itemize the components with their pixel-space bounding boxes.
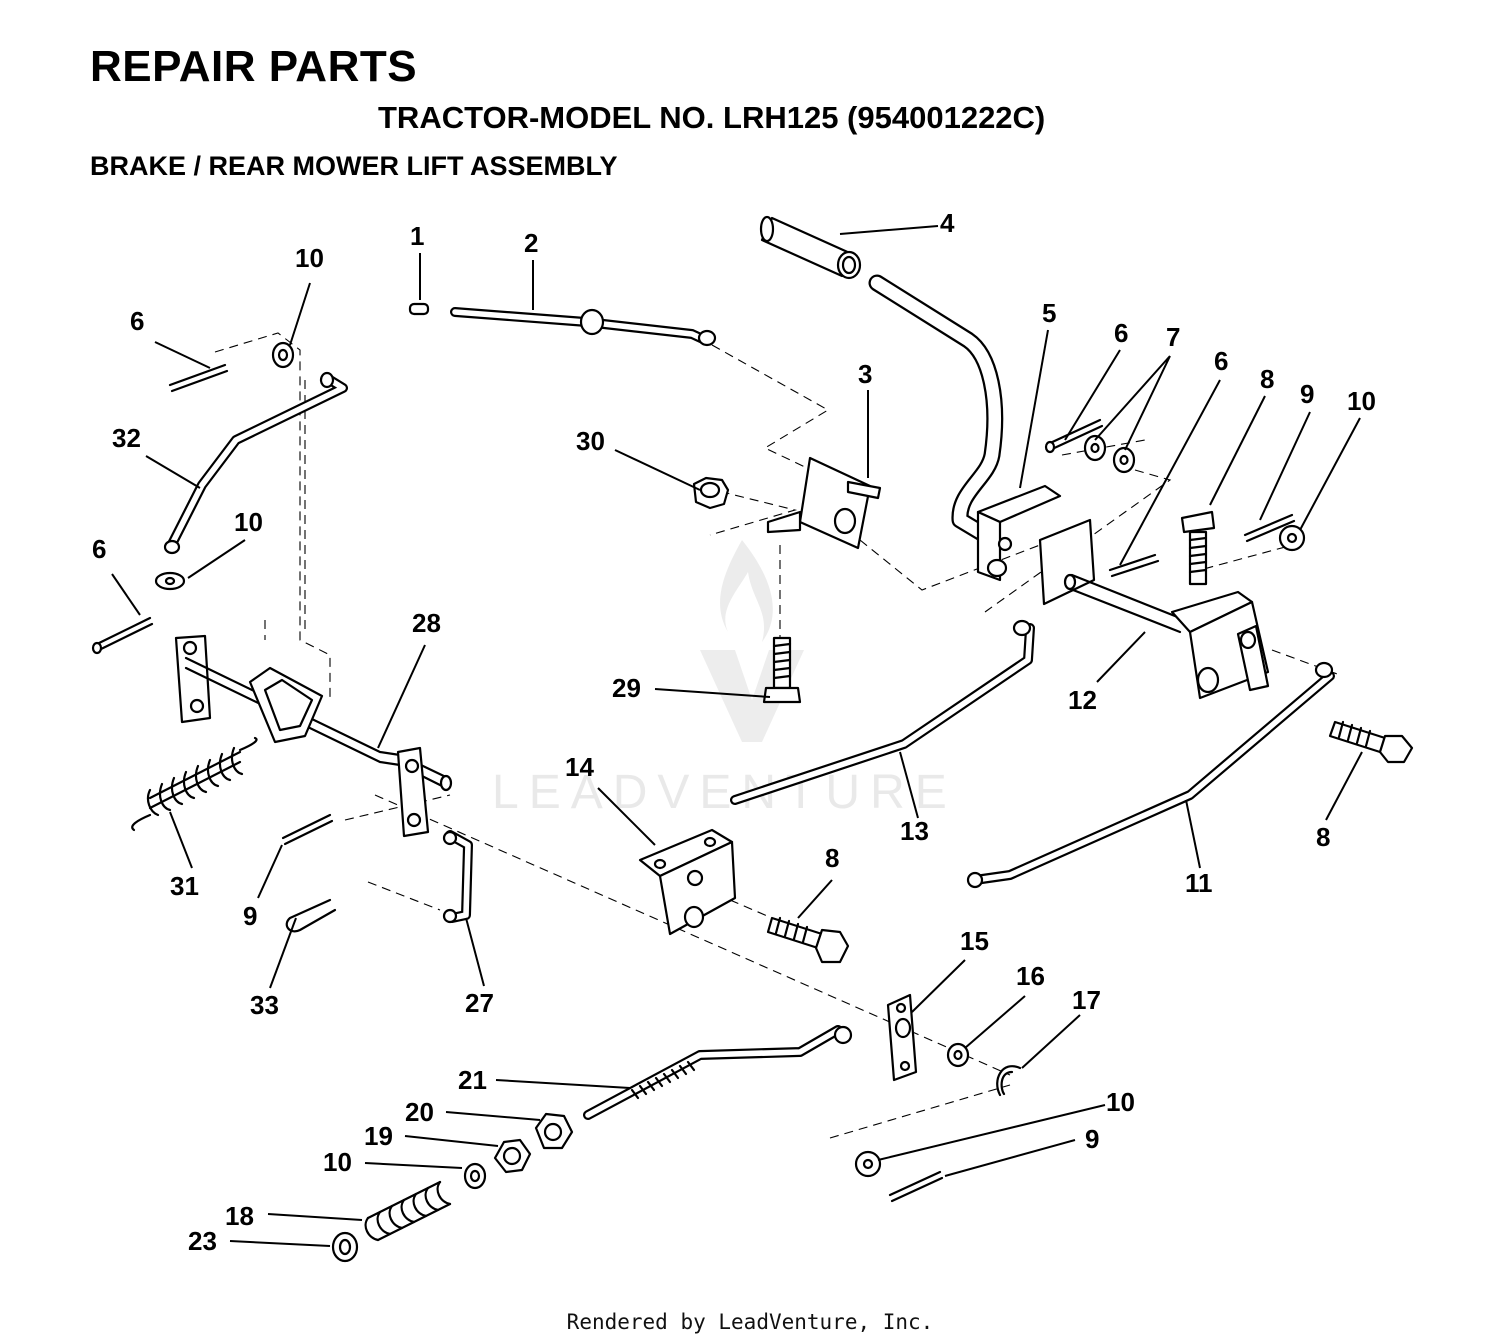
part-28-rock-shaft (174, 634, 453, 838)
callout-10b: 10 (295, 243, 324, 273)
part-10-washer-lower-left (463, 1162, 487, 1190)
part-23-bushing (331, 1231, 359, 1263)
callout-6b: 6 (1214, 346, 1228, 376)
callout-5: 5 (1042, 298, 1056, 328)
part-12-cross-shaft (1063, 573, 1270, 700)
part-10-washer-upper-right (1278, 524, 1306, 552)
part-10-washer-left (154, 571, 186, 591)
part-11-link-rod (966, 661, 1335, 889)
part-3-bracket (766, 456, 882, 550)
callout-2: 2 (524, 228, 538, 258)
part-9-cotter-pin-lower (888, 1170, 944, 1203)
callout-29: 29 (612, 673, 641, 703)
part-33-hairpin (285, 898, 337, 933)
part-19-nut (493, 1138, 532, 1174)
callout-1: 1 (410, 221, 424, 251)
part-1-pin (408, 302, 430, 316)
part-13-link-rod (730, 619, 1035, 805)
callout-labels: 1 2 3 4 5 6 6 7 6 8 9 10 10 6 32 10 6 28… (92, 208, 1376, 1256)
watermark-text: LEADVENTURE (492, 766, 957, 819)
part-8-bolt-right (1328, 720, 1414, 764)
part-2-brake-rod (450, 307, 717, 347)
part-6-cotter-pin-mid (1108, 553, 1160, 578)
callout-19: 19 (364, 1121, 393, 1151)
callout-9b: 9 (243, 901, 257, 931)
part-8-bolt-lower (766, 916, 850, 964)
callout-9a: 9 (1300, 379, 1314, 409)
callout-3: 3 (858, 359, 872, 389)
part-10-washer-top-left (271, 341, 295, 369)
callout-4: 4 (940, 208, 955, 238)
part-32-link (163, 371, 348, 555)
callout-17: 17 (1072, 985, 1101, 1015)
callout-18: 18 (225, 1201, 254, 1231)
callout-12: 12 (1068, 685, 1097, 715)
part-21-threaded-rod (583, 1025, 853, 1120)
callout-31: 31 (170, 871, 199, 901)
callout-11: 11 (1185, 868, 1213, 898)
part-30-nut (692, 476, 730, 510)
model-number: TRACTOR-MODEL NO. LRH125 (954001222C) (378, 100, 1046, 135)
callout-9c: 9 (1085, 1124, 1099, 1154)
part-20-nut (534, 1112, 574, 1150)
watermark: LEADVENTURE (492, 540, 957, 819)
callout-28: 28 (412, 608, 441, 638)
callout-6d: 6 (92, 534, 106, 564)
page-title: REPAIR PARTS (90, 42, 418, 91)
part-17-e-clip (996, 1065, 1022, 1097)
callout-15: 15 (960, 926, 989, 956)
part-7-washers (1083, 434, 1136, 474)
part-18-spring (364, 1180, 452, 1242)
callout-10a: 10 (1347, 386, 1376, 416)
callout-23: 23 (188, 1226, 217, 1256)
part-9-cotter-pin-left (281, 813, 334, 846)
part-16-washer (946, 1042, 970, 1068)
part-6-cotter-pin-left (91, 616, 154, 655)
callout-30: 30 (576, 426, 605, 456)
footer-credit: Rendered by LeadVenture, Inc. (566, 1310, 934, 1334)
callout-20: 20 (405, 1097, 434, 1127)
callout-10d: 10 (1106, 1087, 1135, 1117)
part-15-plate (886, 993, 918, 1082)
callout-14: 14 (565, 752, 594, 782)
part-31-spring (131, 736, 258, 832)
callout-8b: 8 (1316, 822, 1330, 852)
part-29-bolt (762, 636, 802, 704)
part-6-cotter-pin-upper (1044, 418, 1104, 454)
callout-10e: 10 (323, 1147, 352, 1177)
part-4-handle-grip (759, 215, 862, 280)
callout-8a: 8 (1260, 364, 1274, 394)
part-6-cotter-pin-top-left (168, 363, 229, 393)
callout-32: 32 (112, 423, 141, 453)
callout-13: 13 (900, 816, 929, 846)
leader-lines (111, 225, 1363, 1247)
callout-16: 16 (1016, 961, 1045, 991)
part-10-washer-lower-right (854, 1150, 882, 1178)
callout-10c: 10 (234, 507, 263, 537)
callout-21: 21 (458, 1065, 487, 1095)
callout-6a: 6 (1114, 318, 1128, 348)
part-27-link (442, 830, 473, 924)
callout-8c: 8 (825, 843, 839, 873)
callout-27: 27 (465, 988, 494, 1018)
callout-6c: 6 (130, 306, 144, 336)
assembly-name: BRAKE / REAR MOWER LIFT ASSEMBLY (90, 151, 618, 181)
part-5-lift-lever (868, 274, 1096, 606)
callout-7: 7 (1166, 322, 1180, 352)
callout-33: 33 (250, 990, 279, 1020)
part-9-cotter-pin-upper (1243, 513, 1296, 543)
part-14-bracket (638, 828, 737, 936)
part-8-bolt-upper (1180, 510, 1216, 586)
